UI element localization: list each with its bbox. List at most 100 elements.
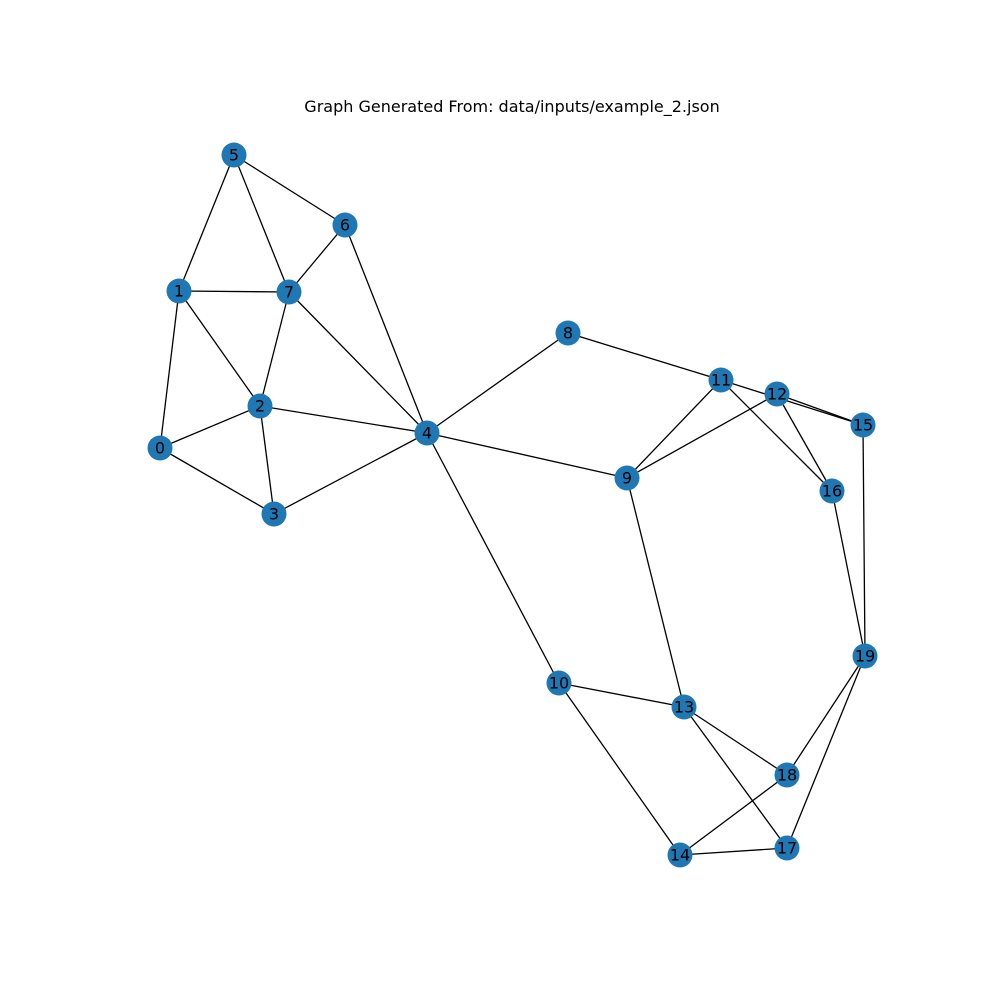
node-19: 19 bbox=[852, 643, 878, 669]
edge-12-16 bbox=[776, 393, 833, 492]
edge-12-15 bbox=[776, 393, 864, 426]
edge-4-9 bbox=[426, 432, 628, 479]
node-circle bbox=[774, 835, 800, 861]
node-label: 5 bbox=[229, 146, 239, 165]
node-8: 8 bbox=[555, 320, 581, 346]
node-label: 18 bbox=[777, 766, 797, 785]
node-label: 9 bbox=[622, 469, 632, 488]
node-circle bbox=[221, 142, 247, 168]
node-13: 13 bbox=[671, 694, 697, 720]
edge-2-3 bbox=[259, 405, 275, 515]
node-18: 18 bbox=[774, 762, 800, 788]
node-1: 1 bbox=[166, 278, 192, 304]
edge-15-19 bbox=[862, 424, 866, 657]
node-circle bbox=[147, 435, 173, 461]
node-16: 16 bbox=[819, 478, 845, 504]
node-label: 7 bbox=[284, 283, 294, 302]
edge-3-4 bbox=[273, 432, 428, 515]
edge-14-18 bbox=[679, 774, 788, 856]
node-circle bbox=[764, 381, 790, 407]
edges-layer bbox=[159, 154, 866, 856]
node-circle bbox=[708, 367, 734, 393]
edge-9-11 bbox=[626, 379, 722, 479]
edge-4-6 bbox=[344, 224, 428, 434]
edge-4-10 bbox=[426, 432, 560, 684]
node-circle bbox=[852, 643, 878, 669]
node-17: 17 bbox=[774, 835, 800, 861]
node-15: 15 bbox=[850, 412, 876, 438]
node-7: 7 bbox=[276, 279, 302, 305]
edge-4-8 bbox=[426, 332, 569, 434]
node-11: 11 bbox=[708, 367, 734, 393]
node-0: 0 bbox=[147, 435, 173, 461]
node-circle bbox=[614, 465, 640, 491]
edge-4-7 bbox=[288, 291, 428, 434]
node-circle bbox=[247, 393, 273, 419]
edge-10-13 bbox=[558, 682, 685, 708]
node-circle bbox=[414, 420, 440, 446]
edge-10-14 bbox=[558, 682, 681, 856]
node-label: 0 bbox=[155, 439, 165, 458]
node-circle bbox=[774, 762, 800, 788]
node-14: 14 bbox=[667, 842, 693, 868]
node-5: 5 bbox=[221, 142, 247, 168]
edge-0-1 bbox=[159, 290, 180, 449]
node-3: 3 bbox=[261, 501, 287, 527]
edge-5-6 bbox=[233, 154, 346, 226]
edge-2-4 bbox=[259, 405, 428, 434]
edge-13-18 bbox=[683, 706, 788, 776]
node-2: 2 bbox=[247, 393, 273, 419]
edge-8-11 bbox=[567, 332, 722, 381]
node-4: 4 bbox=[414, 420, 440, 446]
node-circle bbox=[671, 694, 697, 720]
node-circle bbox=[819, 478, 845, 504]
node-label: 8 bbox=[563, 324, 573, 343]
edge-1-2 bbox=[178, 290, 261, 407]
node-10: 10 bbox=[546, 670, 572, 696]
node-circle bbox=[261, 501, 287, 527]
node-circle bbox=[276, 279, 302, 305]
edge-9-13 bbox=[626, 477, 685, 708]
node-circle bbox=[667, 842, 693, 868]
edge-2-7 bbox=[259, 291, 290, 407]
edge-13-17 bbox=[683, 706, 788, 849]
node-6: 6 bbox=[332, 212, 358, 238]
edge-0-3 bbox=[159, 447, 275, 515]
graph-title: Graph Generated From: data/inputs/exampl… bbox=[304, 97, 719, 117]
node-12: 12 bbox=[764, 381, 790, 407]
edge-1-5 bbox=[178, 154, 235, 292]
node-label: 17 bbox=[777, 839, 797, 858]
node-circle bbox=[166, 278, 192, 304]
edge-6-7 bbox=[288, 224, 346, 293]
edge-11-16 bbox=[720, 379, 833, 492]
node-circle bbox=[555, 320, 581, 346]
edge-9-12 bbox=[626, 393, 778, 479]
edge-11-15 bbox=[720, 379, 864, 426]
node-9: 9 bbox=[614, 465, 640, 491]
node-label: 6 bbox=[340, 216, 350, 235]
edge-1-7 bbox=[178, 290, 290, 293]
node-label: 3 bbox=[269, 505, 279, 524]
node-label: 16 bbox=[822, 482, 842, 501]
node-label: 1 bbox=[174, 282, 184, 301]
node-label: 10 bbox=[549, 674, 569, 693]
node-circle bbox=[546, 670, 572, 696]
node-label: 15 bbox=[853, 416, 873, 435]
edge-16-19 bbox=[831, 490, 866, 657]
node-label: 2 bbox=[255, 397, 265, 416]
node-label: 11 bbox=[711, 371, 731, 390]
node-circle bbox=[332, 212, 358, 238]
edge-0-2 bbox=[159, 405, 261, 449]
edge-5-7 bbox=[233, 154, 290, 293]
edge-18-19 bbox=[786, 655, 866, 776]
edge-14-17 bbox=[679, 847, 788, 856]
node-label: 12 bbox=[767, 385, 787, 404]
node-label: 14 bbox=[670, 846, 690, 865]
node-circle bbox=[850, 412, 876, 438]
node-label: 19 bbox=[855, 647, 875, 666]
node-label: 13 bbox=[674, 698, 694, 717]
node-label: 4 bbox=[422, 424, 432, 443]
